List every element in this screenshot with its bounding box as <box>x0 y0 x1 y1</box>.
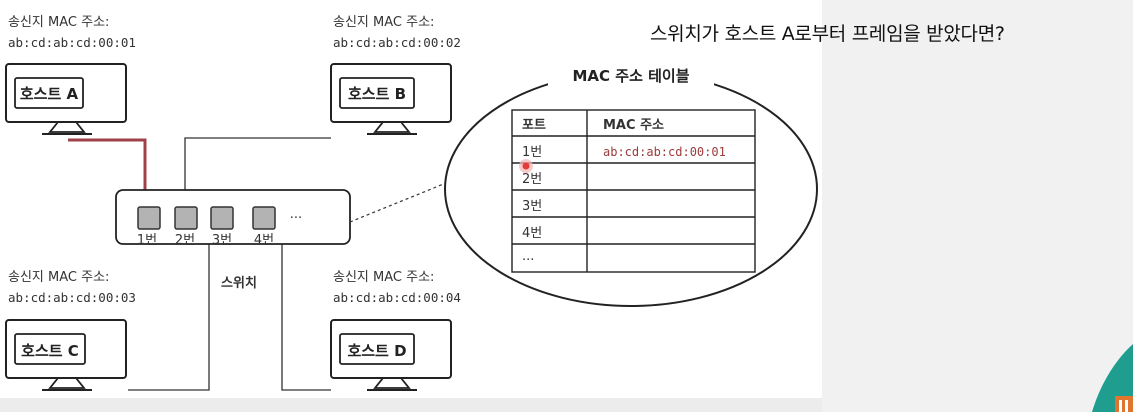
mac-table-header-port: 포트 <box>522 118 546 133</box>
mac-table-title: MAC 주소 테이블 <box>573 67 690 85</box>
host-d-mac-caption: 송신지 MAC 주소: <box>333 270 434 285</box>
port-4-label: 4번 <box>254 233 274 248</box>
mac-table-row-5-ellipsis: ··· <box>522 253 534 268</box>
host-a-mac-caption: 송신지 MAC 주소: <box>8 15 109 30</box>
host-a-label: 호스트 A <box>20 85 79 103</box>
port-1-label: 1번 <box>137 233 157 248</box>
cable-host-d <box>263 228 331 391</box>
host-a-mac-address: ab:cd:ab:cd:00:01 <box>8 35 136 50</box>
cable-host-b <box>184 137 331 207</box>
laser-pointer-dot <box>519 159 533 173</box>
switch-ports <box>137 206 276 230</box>
host-c-mac-caption: 송신지 MAC 주소: <box>8 270 109 285</box>
table-connector <box>349 182 447 223</box>
host-b-label: 호스트 B <box>348 85 406 103</box>
slide-heading: 스위치가 호스트 A로부터 프레임을 받았다면? <box>650 23 1005 45</box>
mac-table-row-1-port: 1번 <box>522 145 542 160</box>
network-cables <box>128 137 331 391</box>
host-d-mac-address: ab:cd:ab:cd:00:04 <box>333 290 461 305</box>
bottom-strip <box>0 398 822 412</box>
host-a-monitor-icon <box>5 63 127 135</box>
switch-port-1 <box>137 206 161 230</box>
host-d-monitor-icon <box>330 319 452 391</box>
host-b-mac-address: ab:cd:ab:cd:00:02 <box>333 35 461 50</box>
cable-host-c <box>128 228 221 391</box>
port-2-label: 2번 <box>175 233 195 248</box>
host-c-mac-address: ab:cd:ab:cd:00:03 <box>8 290 136 305</box>
mac-table-row-4-port: 4번 <box>522 226 542 241</box>
side-panel <box>822 0 1133 412</box>
host-c-label: 호스트 C <box>21 342 79 360</box>
switch-port-3 <box>210 206 234 230</box>
host-c-monitor-icon <box>5 319 127 391</box>
corner-logo-icon <box>1092 344 1133 412</box>
more-ports-ellipsis: ··· <box>290 211 302 226</box>
port-3-label: 3번 <box>212 233 232 248</box>
mac-table-grid <box>511 109 756 273</box>
host-d-label: 호스트 D <box>347 342 406 360</box>
switch-port-4 <box>252 206 276 230</box>
host-b-mac-caption: 송신지 MAC 주소: <box>333 15 434 30</box>
mac-table-row-3-port: 3번 <box>522 199 542 214</box>
mac-table-bubble <box>444 71 818 307</box>
mac-table-row-1-mac: ab:cd:ab:cd:00:01 <box>603 145 726 159</box>
mac-table-header-mac: MAC 주소 <box>603 118 664 133</box>
switch-port-2 <box>174 206 198 230</box>
mac-table-row-2-port: 2번 <box>522 172 542 187</box>
switch-label: 스위치 <box>221 275 257 291</box>
host-b-monitor-icon <box>330 63 452 135</box>
